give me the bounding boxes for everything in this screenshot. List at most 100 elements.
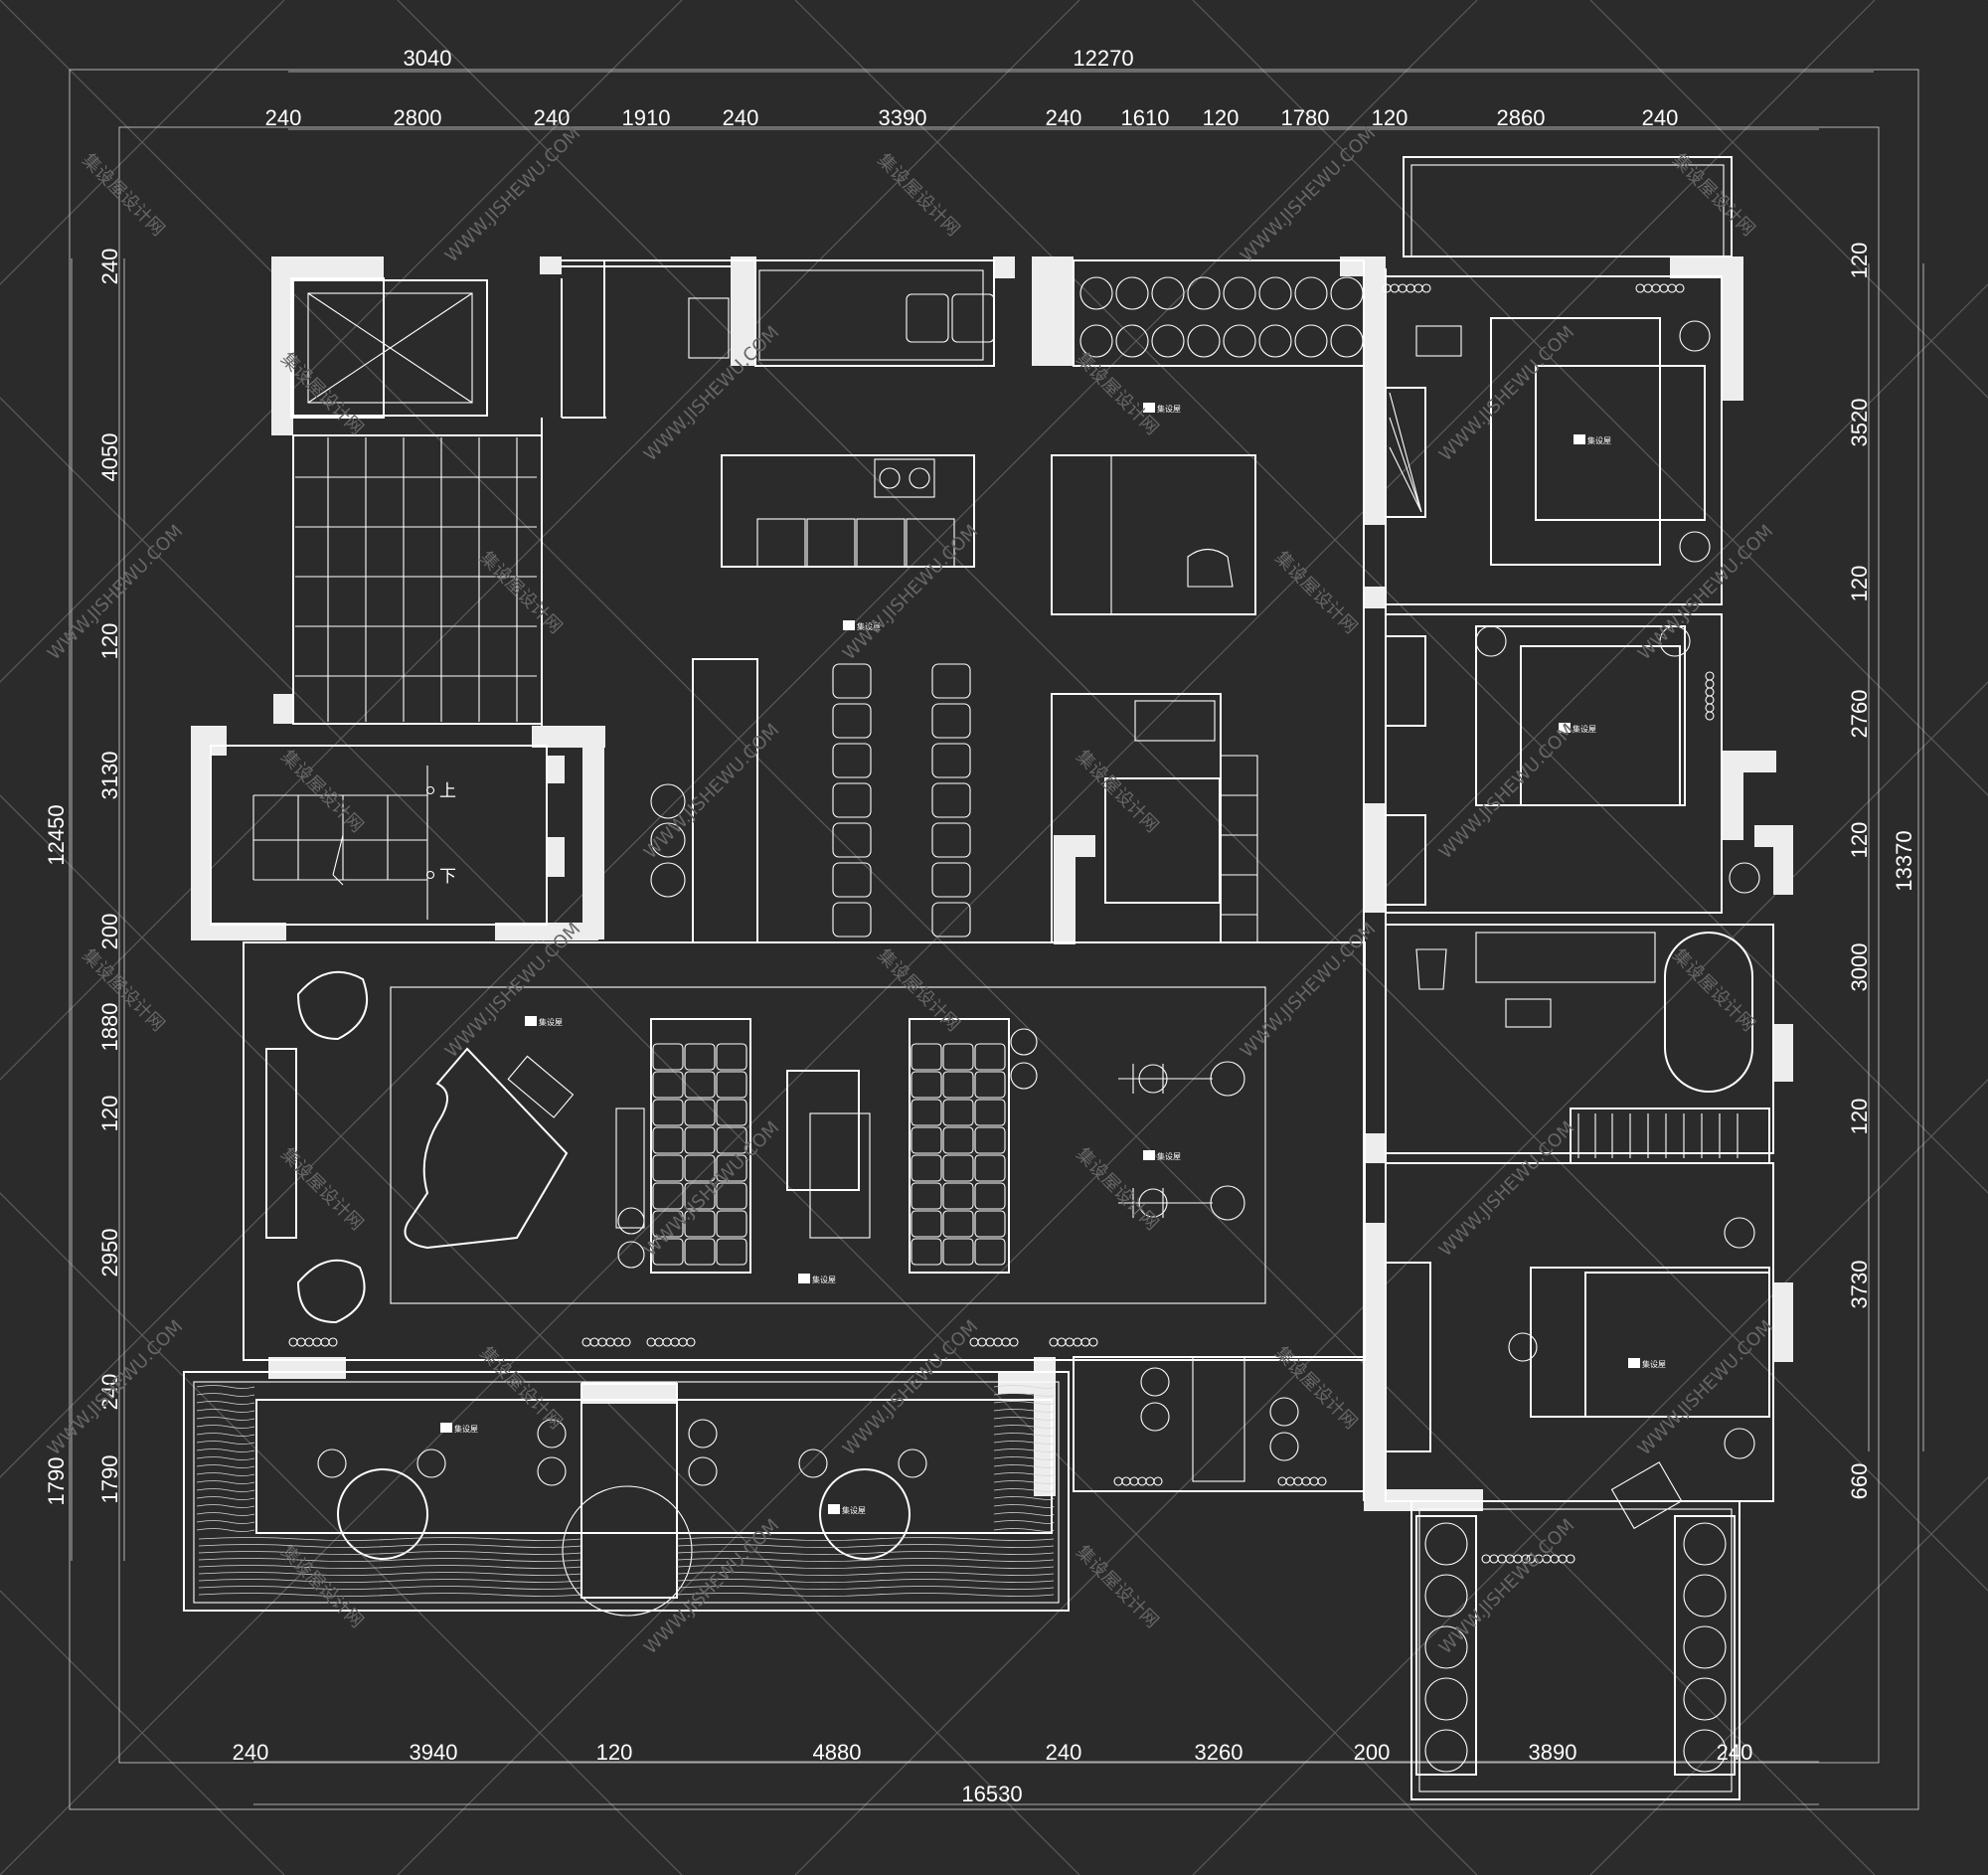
dim-left-outer-0: 12450 [44, 804, 69, 865]
dim-top-inner-10: 120 [1372, 105, 1408, 130]
svg-text:WWW.JISHEWU.COM: WWW.JISHEWU.COM [1435, 322, 1578, 465]
svg-text:WWW.JISHEWU.COM: WWW.JISHEWU.COM [1435, 1117, 1578, 1261]
dim-left-inner-9: 1790 [97, 1455, 122, 1504]
svg-text:WWW.JISHEWU.COM: WWW.JISHEWU.COM [44, 1316, 187, 1459]
svg-text:WWW.JISHEWU.COM: WWW.JISHEWU.COM [1237, 919, 1380, 1062]
entry-floor-tiles [295, 437, 537, 722]
svg-text:WWW.JISHEWU.COM: WWW.JISHEWU.COM [839, 1316, 982, 1459]
dim-top-inner-4: 240 [723, 105, 759, 130]
dim-right-inner-5: 3000 [1847, 943, 1872, 992]
svg-text:集设屋: 集设屋 [1587, 435, 1611, 445]
dim-bottom-inner-0: 240 [233, 1740, 269, 1765]
svg-text:WWW.JISHEWU.COM: WWW.JISHEWU.COM [1634, 1316, 1777, 1459]
svg-text:集设屋设计网: 集设屋设计网 [1072, 349, 1162, 439]
svg-text:WWW.JISHEWU.COM: WWW.JISHEWU.COM [441, 123, 584, 266]
dim-top-inner-2: 240 [534, 105, 571, 130]
dimension-top-inner: 240 2800 240 1910 240 3390 240 1610 120 1780 120 28… [265, 105, 1679, 130]
svg-text:集设屋: 集设屋 [842, 1505, 866, 1515]
stair-up-label: 上 [439, 781, 456, 801]
stair-down-label: 下 [439, 867, 456, 887]
dimension-right-inner: 120 3520 120 2760 120 3000 120 3730 660 [1847, 243, 1872, 1500]
curtain-rails [288, 283, 1715, 1564]
svg-text:集设屋: 集设屋 [1157, 1151, 1181, 1161]
dim-top-inner-3: 1910 [622, 105, 671, 130]
dim-top-inner-1: 2800 [394, 105, 442, 130]
dim-left-outer-1: 1790 [44, 1457, 69, 1506]
dim-top-inner-8: 120 [1203, 105, 1240, 130]
dim-left-inner-4: 200 [97, 914, 122, 950]
dim-right-inner-0: 120 [1847, 243, 1872, 279]
dim-bottom-inner-3: 4880 [813, 1740, 862, 1765]
dim-left-inner-7: 2950 [97, 1229, 122, 1278]
dim-top-inner-0: 240 [265, 105, 302, 130]
balcony-planters [1424, 1522, 1727, 1773]
dim-bottom-inner-7: 3890 [1529, 1740, 1577, 1765]
dim-left-inner-5: 1880 [97, 1003, 122, 1052]
dim-right-inner-3: 2760 [1847, 690, 1872, 739]
svg-text:集设屋设计网: 集设屋设计网 [475, 548, 566, 638]
dimension-left-inner: 240 4050 120 3130 200 1880 120 2950 240 1790 [97, 249, 122, 1504]
dim-bottom-inner-1: 3940 [410, 1740, 458, 1765]
svg-text:集设屋设计网: 集设屋设计网 [1668, 945, 1758, 1036]
dimension-right-outer: 13370 [1892, 830, 1916, 891]
svg-text:WWW.JISHEWU.COM: WWW.JISHEWU.COM [640, 322, 783, 465]
dim-top-inner-6: 240 [1046, 105, 1082, 130]
svg-text:集设屋: 集设屋 [1642, 1359, 1666, 1369]
svg-text:集设屋设计网: 集设屋设计网 [475, 1343, 566, 1434]
dim-top-inner-9: 1780 [1281, 105, 1330, 130]
svg-text:WWW.JISHEWU.COM: WWW.JISHEWU.COM [1634, 521, 1777, 664]
svg-text:集设屋设计网: 集设屋设计网 [1668, 150, 1758, 241]
dim-top-inner-11: 2860 [1497, 105, 1546, 130]
room-outlines: 上 下 [183, 156, 1774, 1800]
dim-left-inner-0: 240 [97, 249, 122, 285]
dim-bottom-inner-6: 200 [1354, 1740, 1391, 1765]
svg-text:集设屋设计网: 集设屋设计网 [78, 150, 168, 241]
terrace-hatch [196, 1385, 1055, 1597]
dim-right-inner-2: 120 [1847, 566, 1872, 602]
wine-storage-circles [1079, 276, 1364, 358]
svg-text:WWW.JISHEWU.COM: WWW.JISHEWU.COM [1237, 123, 1380, 266]
dim-top-inner-7: 1610 [1121, 105, 1170, 130]
dim-bottom-outer-0: 16530 [961, 1782, 1022, 1806]
watermark-text: 集设屋设计网 WWW.JISHEWU.COM 集设屋设计网 WWW.JISHEWU.C… [44, 123, 1777, 1658]
svg-text:集设屋设计网: 集设屋设计网 [276, 1542, 367, 1632]
svg-text:集设屋设计网: 集设屋设计网 [1270, 548, 1361, 638]
svg-text:WWW.JISHEWU.COM: WWW.JISHEWU.COM [640, 720, 783, 863]
walls [191, 256, 1793, 1511]
svg-text:集设屋: 集设屋 [539, 1017, 563, 1027]
svg-text:集设屋: 集设屋 [454, 1424, 478, 1434]
svg-text:WWW.JISHEWU.COM: WWW.JISHEWU.COM [1435, 1515, 1578, 1658]
dim-left-inner-8: 240 [97, 1374, 122, 1411]
dim-left-inner-1: 4050 [97, 433, 122, 482]
svg-text:集设屋: 集设屋 [812, 1275, 836, 1284]
dim-left-inner-2: 120 [97, 623, 122, 660]
dim-top-inner-5: 3390 [879, 105, 927, 130]
svg-text:集设屋设计网: 集设屋设计网 [873, 150, 963, 241]
dim-right-inner-1: 3520 [1847, 399, 1872, 447]
dim-right-inner-4: 120 [1847, 822, 1872, 859]
svg-text:WWW.JISHEWU.COM: WWW.JISHEWU.COM [839, 521, 982, 664]
dim-top-inner-12: 240 [1642, 105, 1679, 130]
svg-text:集设屋设计网: 集设屋设计网 [873, 945, 963, 1036]
svg-text:集设屋: 集设屋 [857, 621, 881, 631]
svg-text:集设屋设计网: 集设屋设计网 [276, 747, 367, 837]
dim-bottom-inner-2: 120 [596, 1740, 633, 1765]
dim-right-inner-7: 3730 [1847, 1261, 1872, 1309]
svg-text:集设屋: 集设屋 [1157, 404, 1181, 414]
dimension-bottom-outer: 16530 [961, 1782, 1022, 1806]
svg-text:集设屋设计网: 集设屋设计网 [1072, 747, 1162, 837]
svg-text:集设屋设计网: 集设屋设计网 [276, 1144, 367, 1235]
svg-text:集设屋设计网: 集设屋设计网 [1072, 1542, 1162, 1632]
dim-right-inner-6: 120 [1847, 1099, 1872, 1135]
dimension-left-outer: 12450 1790 [44, 804, 69, 1505]
dim-right-inner-8: 660 [1847, 1463, 1872, 1500]
dim-bottom-inner-5: 3260 [1195, 1740, 1243, 1765]
dimension-top-outer: 3040 12270 [404, 46, 1134, 71]
dim-left-inner-6: 120 [97, 1096, 122, 1132]
dim-left-inner-3: 3130 [97, 752, 122, 800]
svg-text:集设屋: 集设屋 [1573, 724, 1596, 734]
dim-bottom-inner-4: 240 [1046, 1740, 1082, 1765]
